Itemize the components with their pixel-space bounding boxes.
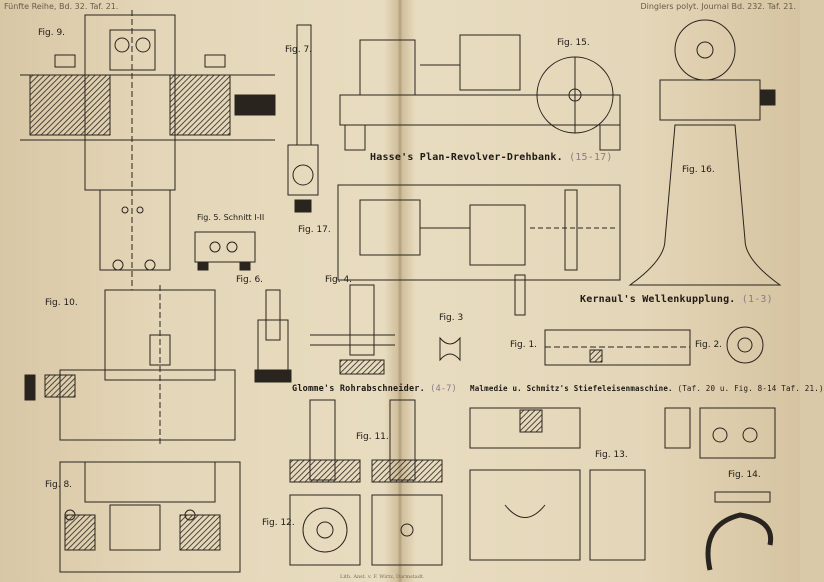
fig1-label: Fig. 1. [510, 340, 538, 350]
kernaul-title-ref: (1-3) [741, 294, 773, 305]
fig14-label: Fig. 14. [728, 470, 761, 480]
malmedie-title-ref: (Taf. 20 u. Fig. 8-14 Taf. 21.) [677, 384, 824, 393]
fig15-label: Fig. 15. [557, 38, 590, 48]
malmedie-title: Malmedie u. Schmitz's Stiefeleisenmaschi… [470, 384, 824, 393]
kernaul-title-text: Kernaul's Wellenkupplung. [580, 294, 736, 305]
fig3-drawing [439, 336, 461, 362]
malmedie-title-text: Malmedie u. Schmitz's Stiefeleisenmaschi… [470, 384, 673, 393]
fig6-label: Fig. 6. [236, 275, 264, 285]
fig13-drawing [469, 407, 646, 561]
fig10-label: Fig. 10. [45, 298, 78, 308]
fig9-label: Fig. 9. [38, 28, 66, 38]
fig2-label: Fig. 2. [695, 340, 723, 350]
hasse-title: Hasse's Plan-Revolver-Drehbank. (15-17) [370, 152, 613, 163]
plate-drawings [20, 0, 782, 582]
header-left: Fünfte Reihe, Bd. 32. Taf. 21. [4, 2, 119, 11]
fig8-label: Fig. 8. [45, 480, 73, 490]
fig17-label: Fig. 17. [298, 225, 331, 235]
fig11-label: Fig. 11. [356, 432, 389, 442]
imprint-text: Lith. Anst. v. F. Wirtz, Darmstadt. [340, 574, 425, 580]
fig3-label: Fig. 3 [439, 313, 464, 323]
hasse-title-text: Hasse's Plan-Revolver-Drehbank. [370, 152, 563, 163]
fig6-drawing [254, 289, 292, 383]
fig15-drawing [339, 34, 621, 151]
fig4-label: Fig. 4. [325, 275, 353, 285]
glomme-title: Glomme's Rohrabschneider. (4-7) [292, 384, 457, 394]
fig12-label: Fig. 12. [262, 518, 295, 528]
fig13-label: Fig. 13. [595, 450, 628, 460]
glomme-title-ref: (4-7) [430, 384, 457, 394]
fig12-drawing [289, 494, 443, 566]
fig7-label: Fig. 7. [285, 45, 313, 55]
kernaul-title: Kernaul's Wellenkupplung. (1-3) [580, 294, 773, 305]
fig17-drawing [337, 184, 621, 316]
fig11-drawing [289, 399, 443, 483]
fig16-drawing [628, 19, 782, 286]
fig4-drawing [310, 284, 395, 375]
header-right: Dinglers polyt. Journal Bd. 232. Taf. 21… [640, 2, 796, 11]
fig2-drawing [726, 326, 764, 364]
fig9-drawing [20, 10, 276, 290]
fig5-label: Fig. 5. Schnitt I-II [197, 213, 265, 222]
hasse-title-ref: (15-17) [569, 152, 613, 163]
fig14-drawing [664, 407, 776, 571]
fig7-drawing [287, 24, 319, 213]
fig16-label: Fig. 16. [682, 165, 715, 175]
fig10-drawing [24, 285, 236, 445]
fig5-drawing [194, 231, 256, 271]
fig8-drawing [59, 461, 241, 573]
glomme-title-text: Glomme's Rohrabschneider. [292, 384, 425, 394]
fig1-drawing [544, 329, 691, 366]
